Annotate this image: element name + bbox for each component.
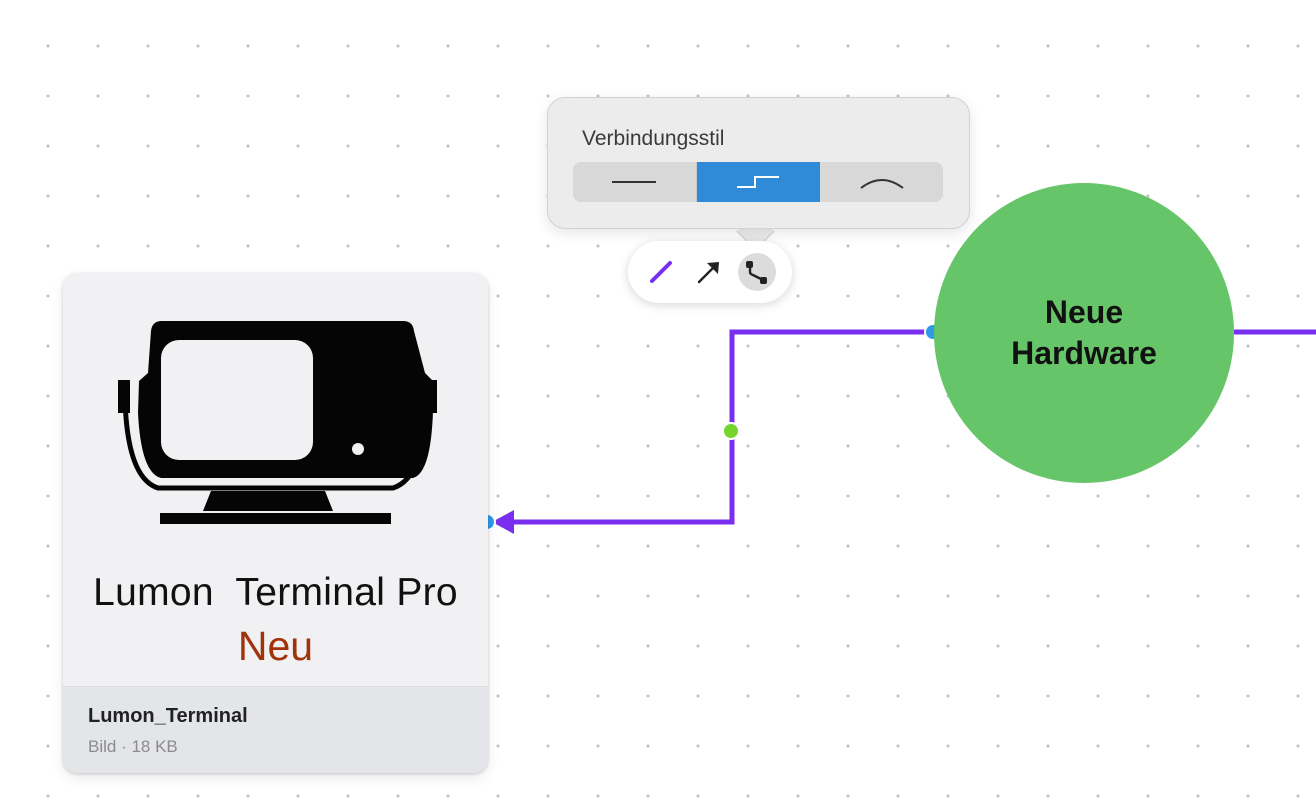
- circle-label: Neue Hardware: [1011, 294, 1157, 371]
- arrow-style-button[interactable]: [690, 253, 728, 291]
- curved-line-option[interactable]: [820, 162, 943, 202]
- card-subtitle: Neu: [237, 623, 314, 669]
- elbow-line-icon: [737, 176, 779, 188]
- card-title: Lumon Terminal Pro: [93, 571, 458, 614]
- curved-line-icon: [860, 179, 904, 189]
- arrow-icon: [697, 262, 719, 284]
- popover-title: Verbindungsstil: [582, 127, 725, 150]
- connection-style-icon: [746, 261, 767, 284]
- straight-line-icon: [612, 181, 657, 183]
- file-meta: Bild · 18 KB: [88, 737, 178, 756]
- connection-style-button[interactable]: [738, 253, 776, 291]
- elbow-line-option[interactable]: [696, 162, 821, 202]
- line-color-button[interactable]: [642, 253, 680, 291]
- file-name: Lumon_Terminal: [88, 705, 248, 727]
- connection-style-segmented-control: [573, 162, 943, 202]
- card-image: [63, 273, 488, 686]
- terminal-monitor-icon: [118, 321, 437, 524]
- elbow-connector[interactable]: [508, 329, 934, 525]
- card-footer: Lumon_Terminal Bild · 18 KB: [63, 686, 488, 773]
- line-color-icon: [650, 261, 672, 283]
- connector-toolbar: [628, 241, 792, 303]
- circle-node[interactable]: Neue Hardware: [934, 183, 1234, 483]
- straight-line-option[interactable]: [573, 162, 697, 202]
- connector-midpoint-handle[interactable]: [722, 422, 740, 440]
- connection-style-popover: Verbindungsstil: [547, 97, 970, 229]
- connector-arrowhead: [492, 510, 514, 534]
- image-card[interactable]: Lumon Terminal Pro Neu Lumon_Terminal Bi…: [63, 273, 488, 773]
